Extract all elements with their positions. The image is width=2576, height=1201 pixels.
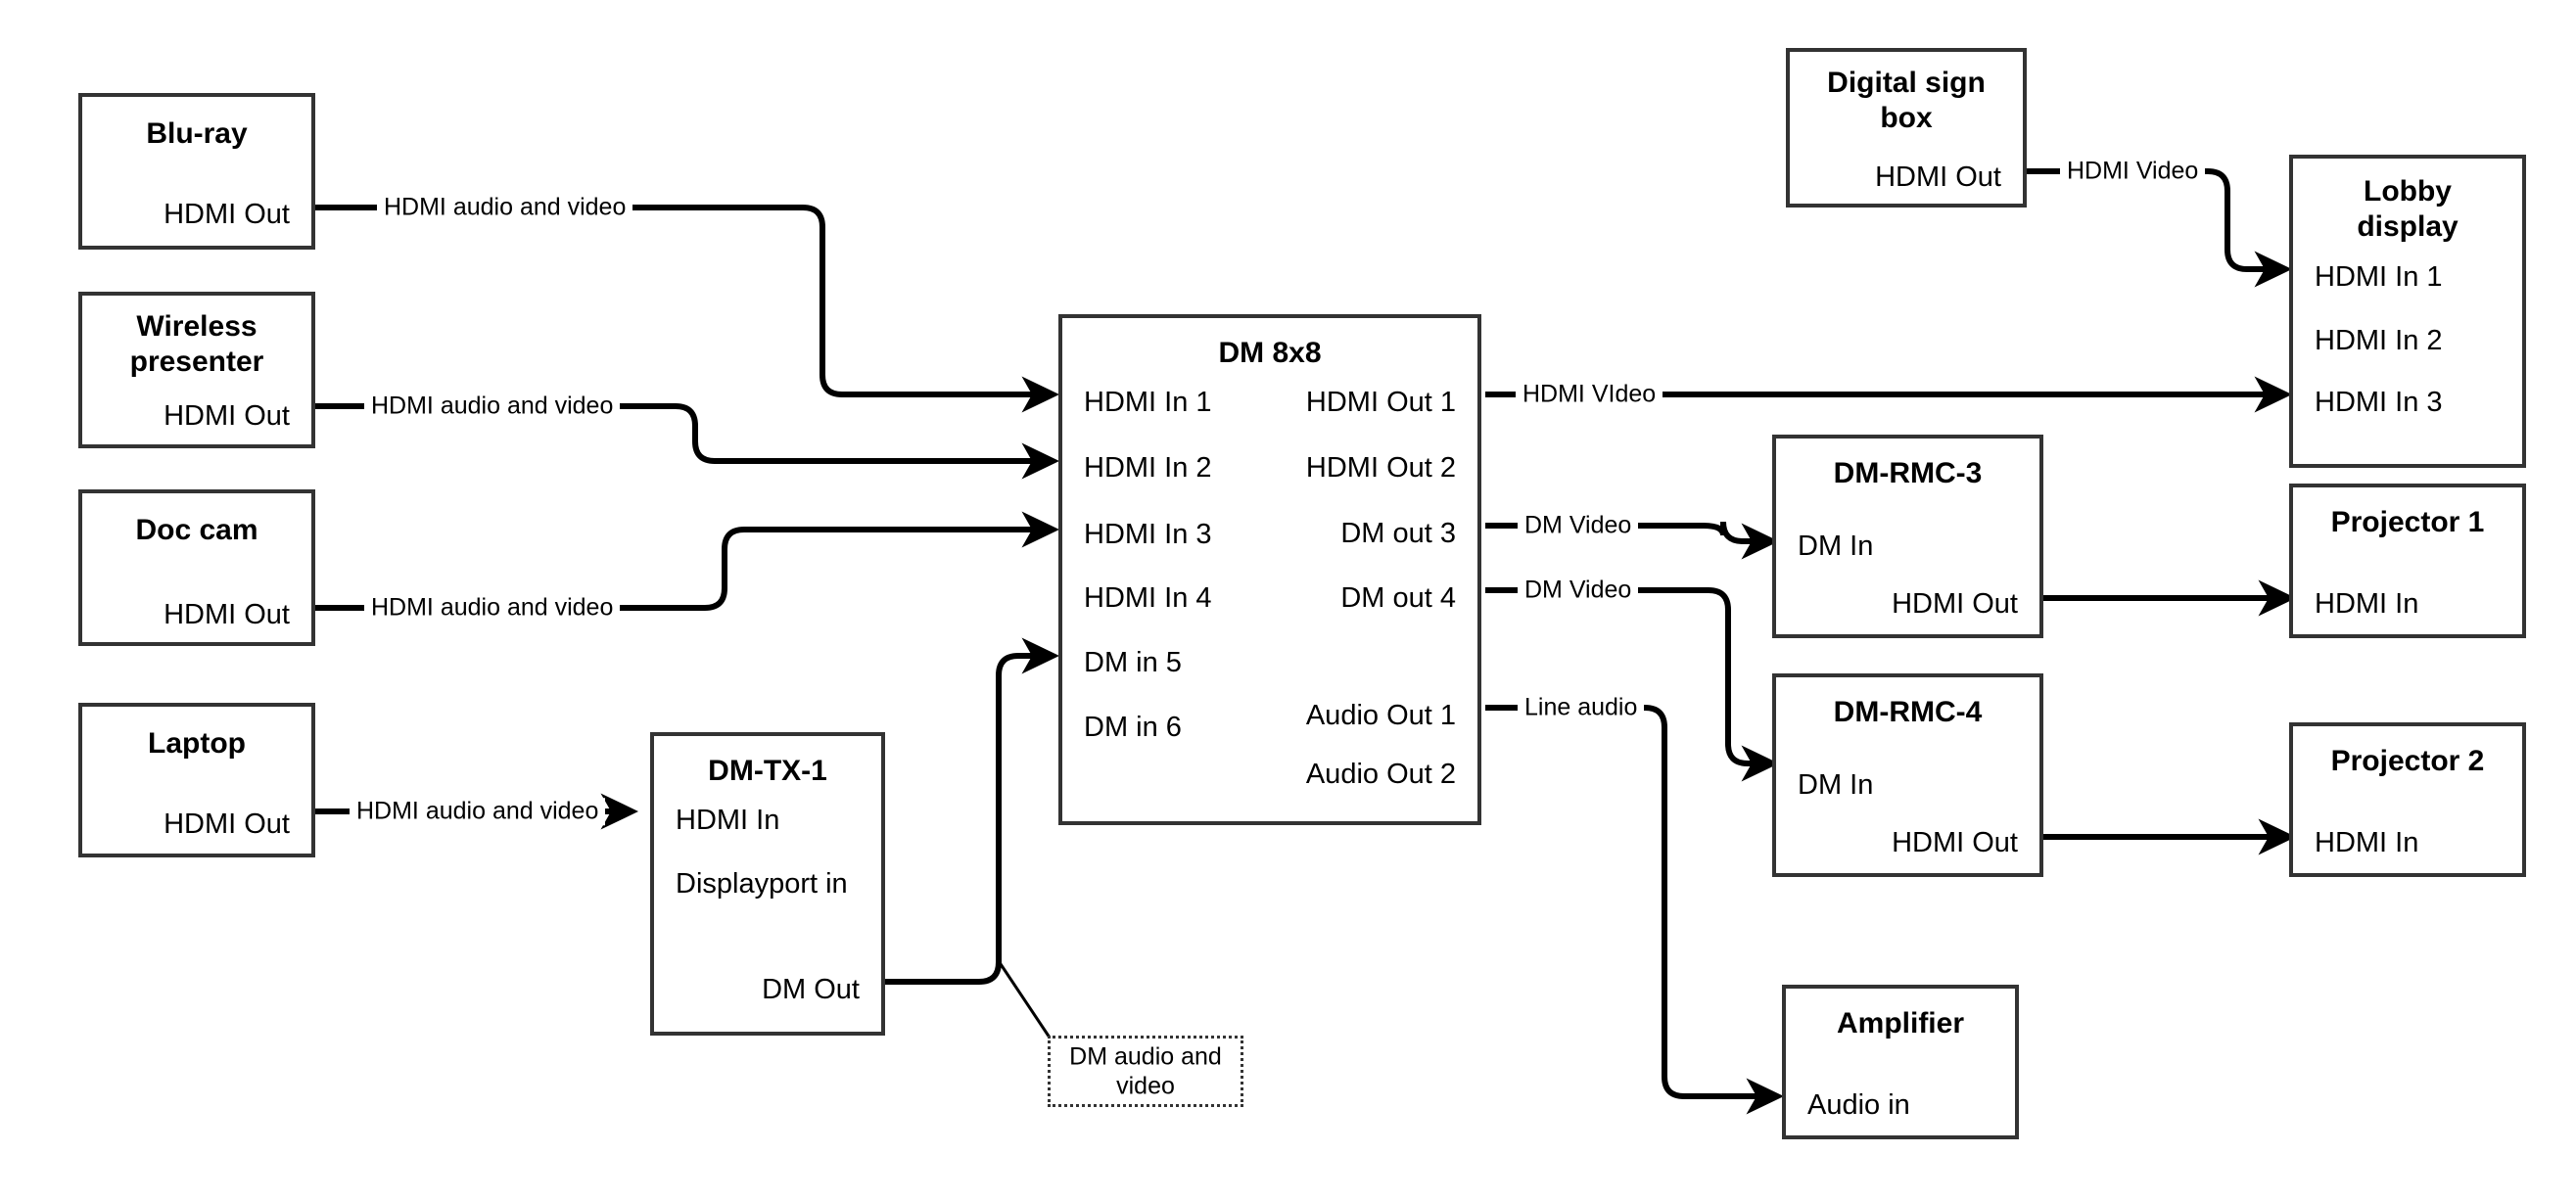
- node-bluray-title: Blu-ray: [146, 117, 248, 150]
- wire-dmtx1-to-dm8x8: [885, 637, 1059, 985]
- node-dm-8x8-output-audio-out-2: Audio Out 2: [1305, 759, 1456, 790]
- wire-sign-to-lobby: [2027, 168, 2292, 288]
- note-line-1: DM audio and: [1069, 1042, 1222, 1070]
- node-digital-sign-box-title-line2: box: [1880, 102, 1933, 134]
- note-dm-audio-and-video-text: DM audio and video: [1051, 1041, 1241, 1101]
- node-laptop-port-hdmi-out: HDMI Out: [164, 808, 290, 840]
- node-doc-cam-port-hdmi-out: HDMI Out: [164, 599, 290, 630]
- node-dm-8x8-output-audio-out-1: Audio Out 1: [1305, 700, 1456, 731]
- node-dm-8x8-input-hdmi-in-4: HDMI In 4: [1084, 582, 1212, 614]
- note-line-2: video: [1116, 1072, 1175, 1100]
- node-projector-2[interactable]: Projector 2 HDMI In: [2289, 722, 2526, 877]
- node-dm-tx-1[interactable]: DM-TX-1 HDMI In Displayport in DM Out: [650, 732, 885, 1036]
- node-projector-2-title: Projector 2: [2330, 745, 2485, 777]
- node-dm-tx-1-title: DM-TX-1: [708, 755, 827, 787]
- node-lobby-display-title-line1: Lobby: [2364, 175, 2452, 208]
- node-dm-tx-1-port-displayport-in: Displayport in: [676, 868, 848, 900]
- node-dm-rmc-4-title: DM-RMC-4: [1833, 696, 1983, 728]
- node-projector-1-title: Projector 1: [2330, 506, 2485, 538]
- node-projector-1-port-hdmi-in: HDMI In: [2315, 588, 2419, 620]
- node-lobby-display-title-line2: display: [2357, 210, 2459, 243]
- node-dm-8x8[interactable]: DM 8x8 HDMI In 1 HDMI In 2 HDMI In 3 HDM…: [1058, 314, 1481, 825]
- node-laptop[interactable]: Laptop HDMI Out: [78, 703, 315, 857]
- wire-label-sign-to-lobby: HDMI Video: [2060, 158, 2206, 185]
- node-bluray-port-hdmi-out: HDMI Out: [164, 199, 290, 230]
- wire-bluray-to-dm8x8: [315, 205, 1059, 413]
- node-projector-2-port-hdmi-in: HDMI In: [2315, 827, 2419, 858]
- node-dm-tx-1-port-hdmi-in: HDMI In: [676, 805, 780, 836]
- wire-dm8x8-out4-to-rmc4: [1485, 587, 1779, 782]
- node-lobby-display-input-hdmi-in-1: HDMI In 1: [2315, 261, 2443, 293]
- node-lobby-display[interactable]: Lobby display HDMI In 1 HDMI In 2 HDMI I…: [2289, 155, 2526, 468]
- node-digital-sign-box[interactable]: Digital sign box HDMI Out: [1786, 48, 2027, 208]
- node-digital-sign-box-title-line1: Digital sign: [1827, 67, 1986, 99]
- node-dm-rmc-4-port-hdmi-out: HDMI Out: [1892, 827, 2018, 858]
- node-dm-8x8-input-hdmi-in-3: HDMI In 3: [1084, 519, 1212, 550]
- node-amplifier-port-audio-in: Audio in: [1807, 1089, 1910, 1121]
- node-digital-sign-box-port-hdmi-out: HDMI Out: [1875, 162, 2001, 193]
- node-lobby-display-input-hdmi-in-2: HDMI In 2: [2315, 325, 2443, 356]
- node-wireless-presenter-title-line1: Wireless: [136, 310, 258, 343]
- node-amplifier-title: Amplifier: [1836, 1007, 1965, 1039]
- node-dm-8x8-input-dm-in-6: DM in 6: [1084, 712, 1182, 743]
- node-amplifier[interactable]: Amplifier Audio in: [1782, 985, 2019, 1139]
- node-dm-tx-1-port-dm-out: DM Out: [762, 974, 860, 1005]
- node-dm-rmc-3-port-hdmi-out: HDMI Out: [1892, 588, 2018, 620]
- node-dm-8x8-input-hdmi-in-1: HDMI In 1: [1084, 387, 1212, 418]
- wire-label-laptop-to-dmtx1: HDMI audio and video: [350, 798, 606, 825]
- node-dm-8x8-output-hdmi-out-1: HDMI Out 1: [1305, 387, 1456, 418]
- node-dm-rmc-3[interactable]: DM-RMC-3 DM In HDMI Out: [1772, 435, 2043, 638]
- node-wireless-presenter-title-line2: presenter: [129, 346, 264, 378]
- wire-label-wireless-to-dm8x8: HDMI audio and video: [364, 393, 621, 420]
- node-dm-8x8-output-hdmi-out-2: HDMI Out 2: [1305, 452, 1456, 484]
- wire-label-doccam-to-dm8x8: HDMI audio and video: [364, 594, 621, 622]
- note-dm-audio-and-video: DM audio and video: [1048, 1036, 1243, 1107]
- node-lobby-display-input-hdmi-in-3: HDMI In 3: [2315, 387, 2443, 418]
- wire-label-dm8x8-out1-to-lobby: HDMI VIdeo: [1516, 381, 1663, 408]
- node-dm-8x8-output-dm-out-4: DM out 4: [1340, 582, 1456, 614]
- node-doc-cam-title: Doc cam: [135, 514, 258, 546]
- node-dm-8x8-input-hdmi-in-2: HDMI In 2: [1084, 452, 1212, 484]
- wire-label-bluray-to-dm8x8: HDMI audio and video: [377, 194, 633, 221]
- node-dm-8x8-title: DM 8x8: [1218, 337, 1322, 369]
- node-dm-8x8-output-dm-out-3: DM out 3: [1340, 518, 1456, 549]
- node-dm-rmc-4[interactable]: DM-RMC-4 DM In HDMI Out: [1772, 673, 2043, 877]
- node-laptop-title: Laptop: [148, 727, 246, 760]
- node-projector-1[interactable]: Projector 1 HDMI In: [2289, 484, 2526, 638]
- node-dm-8x8-input-dm-in-5: DM in 5: [1084, 647, 1182, 678]
- wire-dm8x8-audio-to-amplifier: [1485, 705, 1784, 1115]
- wire-note-leader: [997, 960, 1055, 1044]
- wire-label-dm8x8-out3-to-rmc3: DM Video: [1518, 512, 1639, 539]
- node-dm-rmc-3-port-dm-in: DM In: [1798, 531, 1874, 562]
- node-dm-rmc-3-title: DM-RMC-3: [1833, 457, 1983, 489]
- node-bluray[interactable]: Blu-ray HDMI Out: [78, 93, 315, 250]
- node-dm-rmc-4-port-dm-in: DM In: [1798, 769, 1874, 801]
- node-wireless-presenter-port-hdmi-out: HDMI Out: [164, 400, 290, 432]
- wire-label-dm8x8-audio-to-amplifier: Line audio: [1518, 694, 1645, 721]
- node-doc-cam[interactable]: Doc cam HDMI Out: [78, 489, 315, 646]
- node-wireless-presenter[interactable]: Wireless presenter HDMI Out: [78, 292, 315, 448]
- wire-label-dm8x8-out4-to-rmc4: DM Video: [1518, 577, 1639, 604]
